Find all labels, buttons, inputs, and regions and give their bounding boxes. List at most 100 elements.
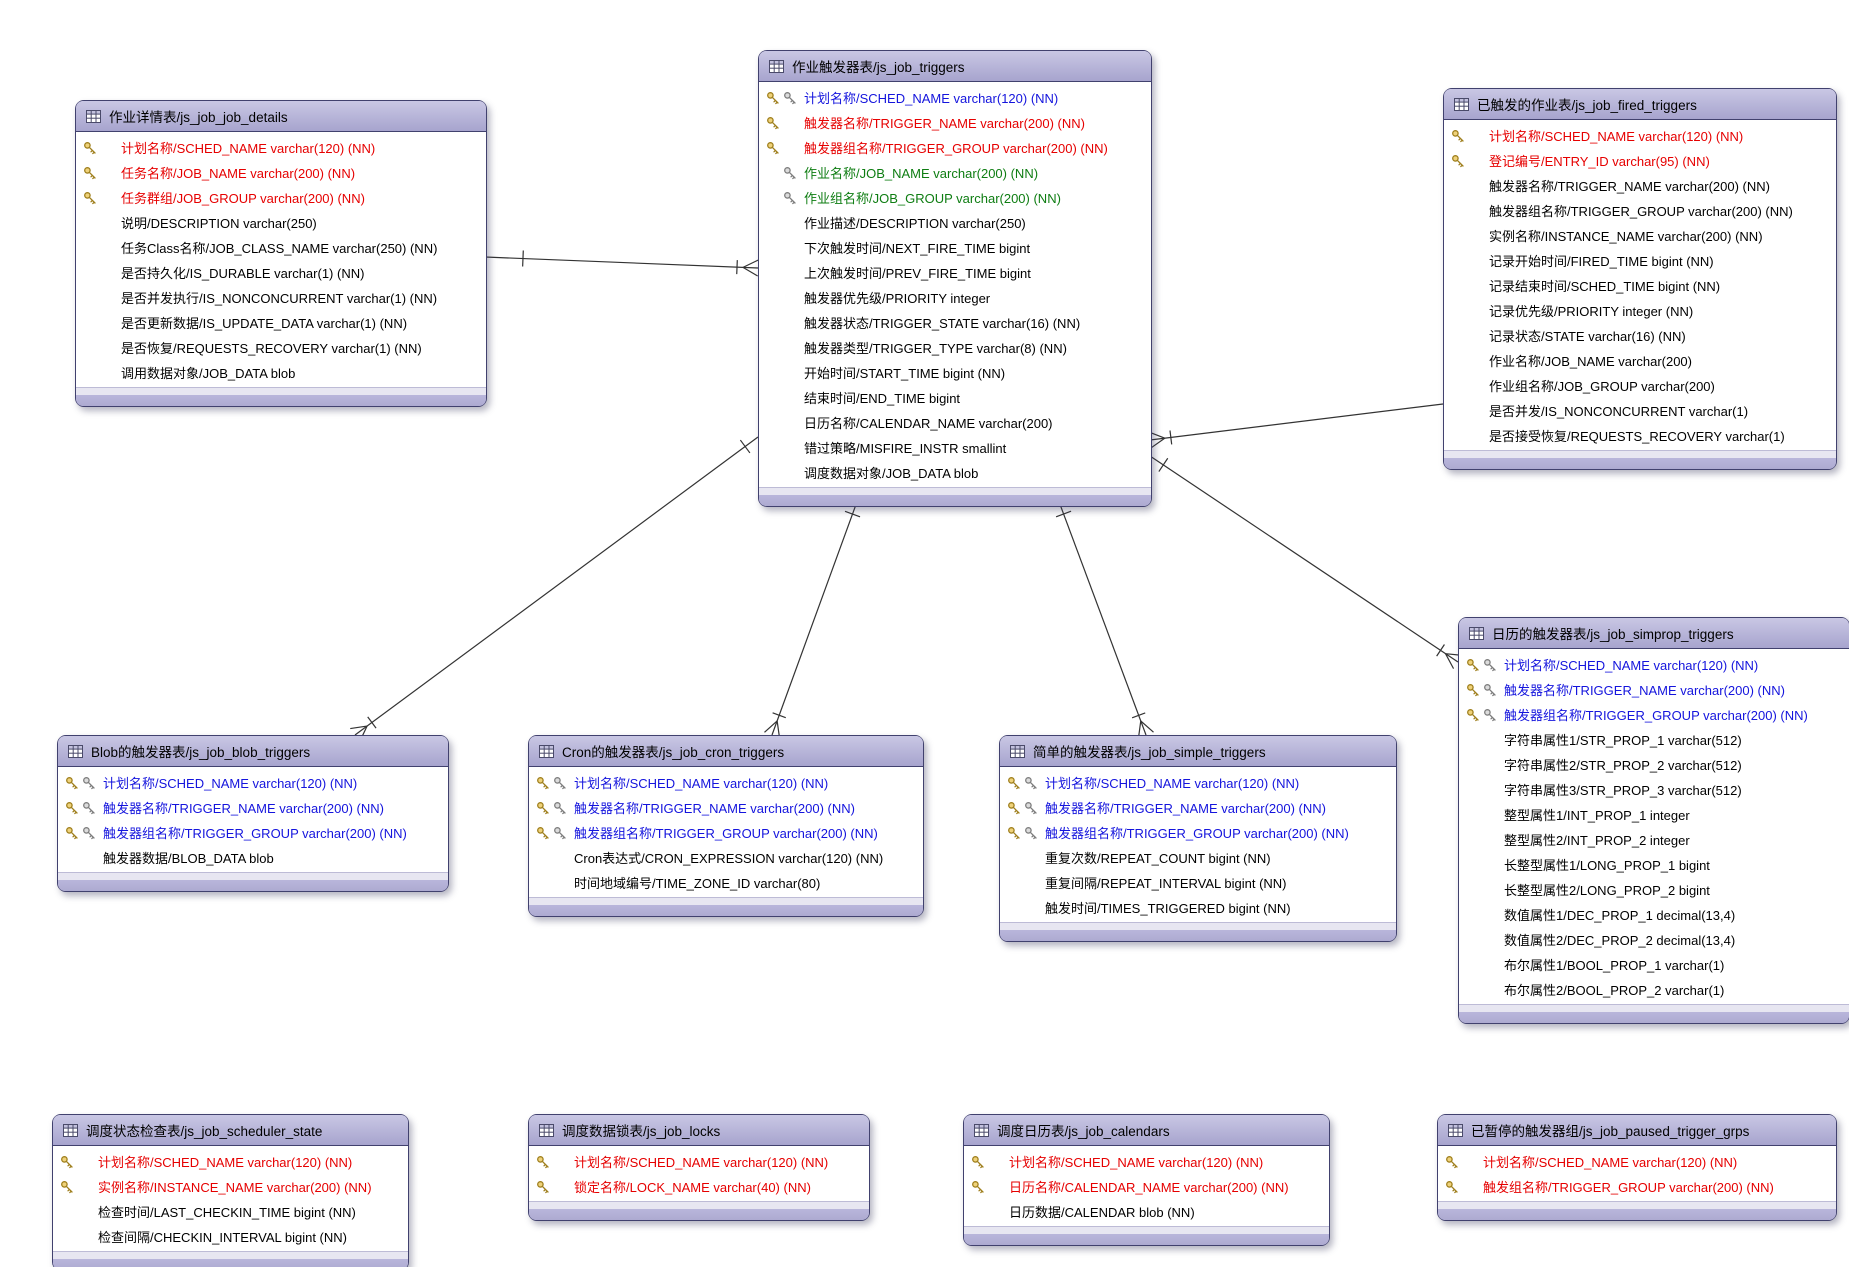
table-header-locks[interactable]: 调度数据锁表/js_job_locks	[529, 1115, 869, 1146]
column-row[interactable]: 作业组名称/JOB_GROUP varchar(200) (NN)	[759, 185, 1151, 210]
column-row[interactable]: 触发器组名称/TRIGGER_GROUP varchar(200) (NN)	[529, 820, 923, 845]
column-row[interactable]: 结束时间/END_TIME bigint	[759, 385, 1151, 410]
table-header-job_details[interactable]: 作业详情表/js_job_job_details	[76, 101, 486, 132]
column-row[interactable]: 计划名称/SCHED_NAME varchar(120) (NN)	[1444, 123, 1836, 148]
relationship-line[interactable]	[771, 498, 859, 736]
column-row[interactable]: 计划名称/SCHED_NAME varchar(120) (NN)	[529, 1149, 869, 1174]
column-row[interactable]: 时间地域编号/TIME_ZONE_ID varchar(80)	[529, 870, 923, 895]
column-row[interactable]: 计划名称/SCHED_NAME varchar(120) (NN)	[53, 1149, 408, 1174]
column-row[interactable]: 记录结束时间/SCHED_TIME bigint (NN)	[1444, 273, 1836, 298]
column-row[interactable]: 字符串属性1/STR_PROP_1 varchar(512)	[1459, 727, 1849, 752]
table-header-paused_trigger_grps[interactable]: 已暂停的触发器组/js_job_paused_trigger_grps	[1438, 1115, 1836, 1146]
column-row[interactable]: 触发器名称/TRIGGER_NAME varchar(200) (NN)	[58, 795, 448, 820]
column-row[interactable]: Cron表达式/CRON_EXPRESSION varchar(120) (NN…	[529, 845, 923, 870]
column-row[interactable]: 布尔属性1/BOOL_PROP_1 varchar(1)	[1459, 952, 1849, 977]
column-row[interactable]: 说明/DESCRIPTION varchar(250)	[76, 210, 486, 235]
column-row[interactable]: 是否接受恢复/REQUESTS_RECOVERY varchar(1)	[1444, 423, 1836, 448]
column-row[interactable]: 实例名称/INSTANCE_NAME varchar(200) (NN)	[1444, 223, 1836, 248]
relationship-line[interactable]	[1149, 455, 1459, 663]
column-row[interactable]: 下次触发时间/NEXT_FIRE_TIME bigint	[759, 235, 1151, 260]
relationship-line[interactable]	[484, 256, 759, 269]
column-row[interactable]: 触发器名称/TRIGGER_NAME varchar(200) (NN)	[1444, 173, 1836, 198]
column-row[interactable]: 触发器组名称/TRIGGER_GROUP varchar(200) (NN)	[1444, 198, 1836, 223]
column-row[interactable]: 日历名称/CALENDAR_NAME varchar(200)	[759, 410, 1151, 435]
column-row[interactable]: 调用数据对象/JOB_DATA blob	[76, 360, 486, 385]
relationship-job_triggers-simprop_triggers[interactable]	[1149, 455, 1463, 669]
column-row[interactable]: 开始时间/START_TIME bigint (NN)	[759, 360, 1151, 385]
column-row[interactable]: 重复次数/REPEAT_COUNT bigint (NN)	[1000, 845, 1396, 870]
column-row[interactable]: 触发器组名称/TRIGGER_GROUP varchar(200) (NN)	[1000, 820, 1396, 845]
column-row[interactable]: 是否更新数据/IS_UPDATE_DATA varchar(1) (NN)	[76, 310, 486, 335]
column-row[interactable]: 检查时间/LAST_CHECKIN_TIME bigint (NN)	[53, 1199, 408, 1224]
column-row[interactable]: 字符串属性3/STR_PROP_3 varchar(512)	[1459, 777, 1849, 802]
column-row[interactable]: 重复间隔/REPEAT_INTERVAL bigint (NN)	[1000, 870, 1396, 895]
table-locks[interactable]: 调度数据锁表/js_job_locks 计划名称/SCHED_NAME varch…	[528, 1114, 870, 1221]
relationship-job_details-job_triggers[interactable]	[484, 250, 759, 277]
column-row[interactable]: 触发器类型/TRIGGER_TYPE varchar(8) (NN)	[759, 335, 1151, 360]
relationship-job_triggers-blob_triggers[interactable]	[350, 436, 759, 742]
column-row[interactable]: 触发器组名称/TRIGGER_GROUP varchar(200) (NN)	[759, 135, 1151, 160]
table-simprop_triggers[interactable]: 日历的触发器表/js_job_simprop_triggers 计划名称/SCHE…	[1458, 617, 1849, 1024]
column-row[interactable]: 长整型属性2/LONG_PROP_2 bigint	[1459, 877, 1849, 902]
column-row[interactable]: 触发器名称/TRIGGER_NAME varchar(200) (NN)	[759, 110, 1151, 135]
column-row[interactable]: 字符串属性2/STR_PROP_2 varchar(512)	[1459, 752, 1849, 777]
table-header-scheduler_state[interactable]: 调度状态检查表/js_job_scheduler_state	[53, 1115, 408, 1146]
column-row[interactable]: 任务群组/JOB_GROUP varchar(200) (NN)	[76, 185, 486, 210]
column-row[interactable]: 是否并发/IS_NONCONCURRENT varchar(1)	[1444, 398, 1836, 423]
table-fired_triggers[interactable]: 已触发的作业表/js_job_fired_triggers 计划名称/SCHED_…	[1443, 88, 1837, 470]
relationship-job_triggers-fired_triggers[interactable]	[1148, 403, 1444, 449]
column-row[interactable]: 任务名称/JOB_NAME varchar(200) (NN)	[76, 160, 486, 185]
column-row[interactable]: 触发器数据/BLOB_DATA blob	[58, 845, 448, 870]
column-row[interactable]: 调度数据对象/JOB_DATA blob	[759, 460, 1151, 485]
column-row[interactable]: 触发器名称/TRIGGER_NAME varchar(200) (NN)	[1459, 677, 1849, 702]
table-scheduler_state[interactable]: 调度状态检查表/js_job_scheduler_state 计划名称/SCHED…	[52, 1114, 409, 1267]
column-row[interactable]: 触发器组名称/TRIGGER_GROUP varchar(200) (NN)	[58, 820, 448, 845]
column-row[interactable]: 是否持久化/IS_DURABLE varchar(1) (NN)	[76, 260, 486, 285]
column-row[interactable]: 作业名称/JOB_NAME varchar(200) (NN)	[759, 160, 1151, 185]
column-row[interactable]: 记录开始时间/FIRED_TIME bigint (NN)	[1444, 248, 1836, 273]
column-row[interactable]: 计划名称/SCHED_NAME varchar(120) (NN)	[76, 135, 486, 160]
column-row[interactable]: 作业组名称/JOB_GROUP varchar(200)	[1444, 373, 1836, 398]
column-row[interactable]: 计划名称/SCHED_NAME varchar(120) (NN)	[529, 770, 923, 795]
column-row[interactable]: 登记编号/ENTRY_ID varchar(95) (NN)	[1444, 148, 1836, 173]
table-header-fired_triggers[interactable]: 已触发的作业表/js_job_fired_triggers	[1444, 89, 1836, 120]
table-header-job_triggers[interactable]: 作业触发器表/js_job_triggers	[759, 51, 1151, 82]
relationship-line[interactable]	[1057, 498, 1147, 736]
relationship-job_triggers-cron_triggers[interactable]	[764, 498, 861, 738]
column-row[interactable]: 是否并发执行/IS_NONCONCURRENT varchar(1) (NN)	[76, 285, 486, 310]
table-job_triggers[interactable]: 作业触发器表/js_job_triggers 计划名称/SCHED_NAME va…	[758, 50, 1152, 507]
column-row[interactable]: 日历名称/CALENDAR_NAME varchar(200) (NN)	[964, 1174, 1329, 1199]
column-row[interactable]: 触发器名称/TRIGGER_NAME varchar(200) (NN)	[529, 795, 923, 820]
column-row[interactable]: 错过策略/MISFIRE_INSTR smallint	[759, 435, 1151, 460]
column-row[interactable]: 计划名称/SCHED_NAME varchar(120) (NN)	[964, 1149, 1329, 1174]
relationship-line[interactable]	[1149, 403, 1444, 441]
column-row[interactable]: 检查间隔/CHECKIN_INTERVAL bigint (NN)	[53, 1224, 408, 1249]
column-row[interactable]: 计划名称/SCHED_NAME varchar(120) (NN)	[759, 85, 1151, 110]
column-row[interactable]: 长整型属性1/LONG_PROP_1 bigint	[1459, 852, 1849, 877]
table-header-simple_triggers[interactable]: 简单的触发器表/js_job_simple_triggers	[1000, 736, 1396, 767]
column-row[interactable]: 日历数据/CALENDAR blob (NN)	[964, 1199, 1329, 1224]
column-row[interactable]: 是否恢复/REQUESTS_RECOVERY varchar(1) (NN)	[76, 335, 486, 360]
table-header-simprop_triggers[interactable]: 日历的触发器表/js_job_simprop_triggers	[1459, 618, 1849, 649]
column-row[interactable]: 触发时间/TIMES_TRIGGERED bigint (NN)	[1000, 895, 1396, 920]
column-row[interactable]: 布尔属性2/BOOL_PROP_2 varchar(1)	[1459, 977, 1849, 1002]
column-row[interactable]: 上次触发时间/PREV_FIRE_TIME bigint	[759, 260, 1151, 285]
column-row[interactable]: 记录优先级/PRIORITY integer (NN)	[1444, 298, 1836, 323]
table-header-blob_triggers[interactable]: Blob的触发器表/js_job_blob_triggers	[58, 736, 448, 767]
column-row[interactable]: 作业描述/DESCRIPTION varchar(250)	[759, 210, 1151, 235]
table-header-calendars[interactable]: 调度日历表/js_job_calendars	[964, 1115, 1329, 1146]
column-row[interactable]: 触发器名称/TRIGGER_NAME varchar(200) (NN)	[1000, 795, 1396, 820]
column-row[interactable]: 锁定名称/LOCK_NAME varchar(40) (NN)	[529, 1174, 869, 1199]
column-row[interactable]: 计划名称/SCHED_NAME varchar(120) (NN)	[1459, 652, 1849, 677]
column-row[interactable]: 数值属性1/DEC_PROP_1 decimal(13,4)	[1459, 902, 1849, 927]
column-row[interactable]: 任务Class名称/JOB_CLASS_NAME varchar(250) (N…	[76, 235, 486, 260]
column-row[interactable]: 数值属性2/DEC_PROP_2 decimal(13,4)	[1459, 927, 1849, 952]
column-row[interactable]: 整型属性1/INT_PROP_1 integer	[1459, 802, 1849, 827]
table-job_details[interactable]: 作业详情表/js_job_job_details 计划名称/SCHED_NAME …	[75, 100, 487, 407]
column-row[interactable]: 整型属性2/INT_PROP_2 integer	[1459, 827, 1849, 852]
column-row[interactable]: 实例名称/INSTANCE_NAME varchar(200) (NN)	[53, 1174, 408, 1199]
column-row[interactable]: 触发器组名称/TRIGGER_GROUP varchar(200) (NN)	[1459, 702, 1849, 727]
